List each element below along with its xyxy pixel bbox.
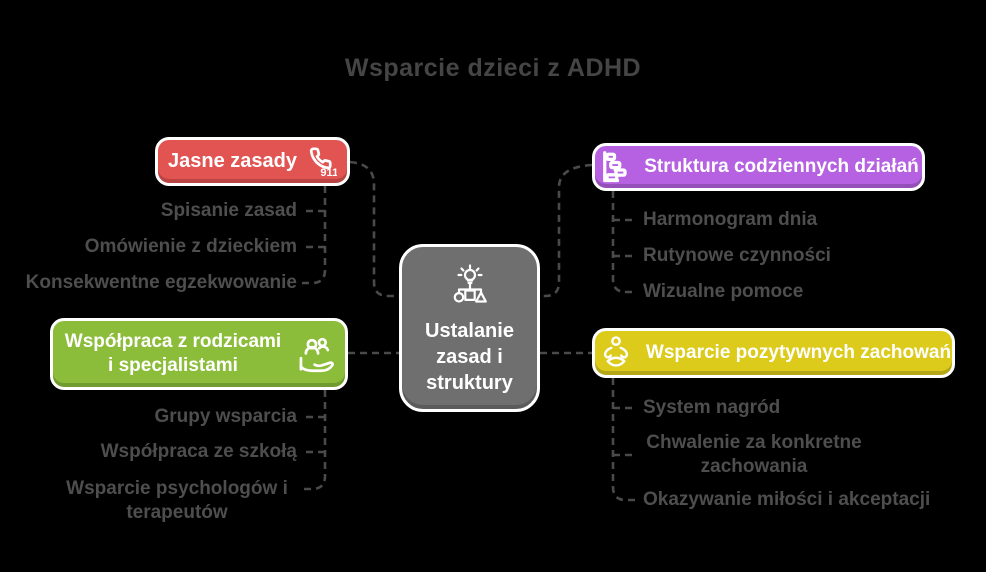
- sub-item-label[interactable]: Spisanie zasad: [160, 200, 297, 221]
- center-node[interactable]: Ustalanie zasad i struktury: [399, 244, 540, 412]
- sub-item-label[interactable]: Współpraca ze szkołą: [100, 441, 297, 462]
- sub-item-label[interactable]: Wizualne pomoce: [643, 281, 804, 302]
- branch-node-wsparcie-pozytywnych[interactable]: Wsparcie pozytywnych zachowań: [592, 328, 955, 378]
- branch-label: Współpraca z rodzicami i specjalistami: [64, 331, 282, 376]
- sub-item-label[interactable]: Grupy wsparcia: [154, 406, 297, 427]
- sub-item-label[interactable]: Chwalenie za konkretne zachowania: [646, 432, 862, 477]
- sub-item-label[interactable]: Harmonogram dnia: [643, 209, 818, 230]
- sub-item-label[interactable]: Omówienie z dzieckiem: [84, 236, 297, 257]
- sub-item-label[interactable]: Wsparcie psychologów i terapeutów: [66, 478, 288, 523]
- branch-node-wspolpraca[interactable]: Współpraca z rodzicami i specjalistami: [50, 318, 348, 390]
- branch-label: Wsparcie pozytywnych zachowań: [645, 342, 952, 363]
- gantt-chart-icon: [603, 151, 627, 183]
- branch-label: Jasne zasady: [168, 150, 297, 172]
- sub-item-label[interactable]: Rutynowe czynności: [643, 245, 831, 266]
- branch-node-jasne-zasady[interactable]: Jasne zasady 911: [155, 137, 350, 186]
- svg-text:911: 911: [320, 167, 337, 178]
- center-node-label: Ustalanie zasad i struktury: [425, 320, 514, 394]
- care-hand-icon: [299, 337, 334, 373]
- sub-item-label[interactable]: System nagród: [643, 397, 781, 418]
- meditation-icon: [603, 336, 628, 367]
- emergency-phone-911-icon: 911: [309, 146, 337, 178]
- sub-item-label[interactable]: Okazywanie miłości i akceptacji: [643, 489, 931, 510]
- branch-label: Struktura codziennych działań: [644, 156, 919, 177]
- branch-node-struktura[interactable]: Struktura codziennych działań: [592, 143, 925, 191]
- idea-structure-icon: [453, 264, 487, 303]
- page-title: Wsparcie dzieci z ADHD: [344, 54, 642, 82]
- sub-item-label[interactable]: Konsekwentne egzekwowanie: [25, 272, 297, 293]
